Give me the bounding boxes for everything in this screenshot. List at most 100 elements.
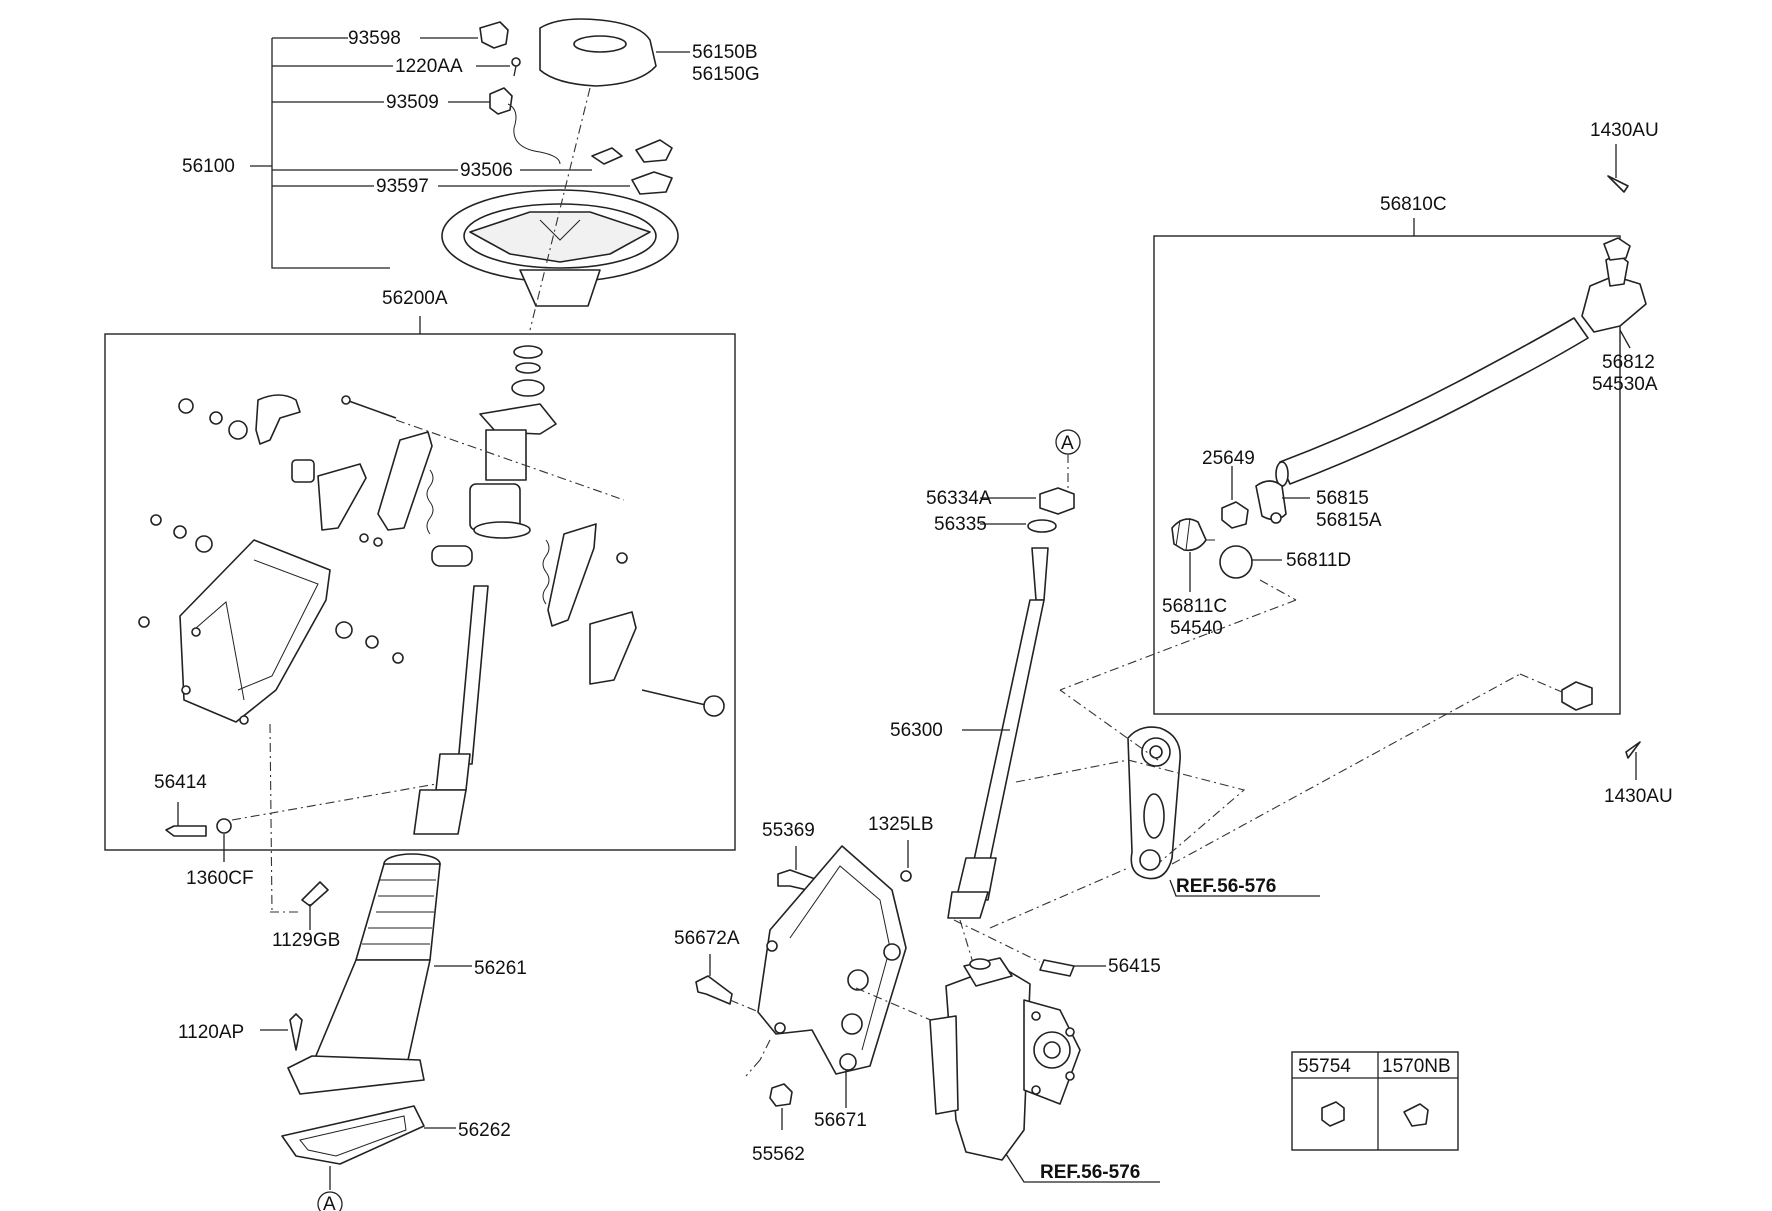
label-56815A: 56815A: [1316, 510, 1382, 531]
part-93506-b: [635, 139, 673, 163]
label-56811D: 56811D: [1286, 550, 1351, 571]
label-56300: 56300: [890, 720, 943, 741]
plate-d: [589, 611, 637, 685]
bracket-curved: [255, 394, 301, 445]
label-56672A: 56672A: [674, 928, 740, 949]
cotter-pin-bottom: [1625, 741, 1641, 759]
label-56262: 56262: [458, 1120, 511, 1141]
label-56671: 56671: [814, 1110, 867, 1131]
label-1220AA: 1220AA: [395, 56, 463, 77]
label-93506: 93506: [460, 160, 513, 181]
lower-left-parts: [165, 783, 472, 1211]
ring-1: [513, 345, 543, 359]
label-56334A: 56334A: [926, 488, 992, 509]
label-56815: 56815: [1316, 488, 1369, 509]
ball-56811C: [1171, 518, 1207, 552]
shaft-top: [1031, 547, 1049, 601]
gear-bracket-56671: [757, 845, 907, 1075]
ref-gear-leader: [1005, 1153, 1160, 1183]
label-55562: 55562: [752, 1144, 805, 1165]
nut-25649: [1221, 501, 1249, 529]
label-1129GB: 1129GB: [272, 930, 340, 951]
legend-col2-label: 1570NB: [1382, 1056, 1451, 1077]
castle-nut: [1603, 237, 1631, 261]
u-joint-upper: [947, 891, 989, 919]
bracket-56100: [271, 38, 390, 269]
column-head: [479, 403, 557, 435]
plate-a: [317, 463, 367, 531]
column-bracket: [179, 539, 331, 723]
bolt-56414: [165, 825, 207, 837]
label-56200A: 56200A: [382, 288, 448, 309]
label-1120AP: 1120AP: [178, 1022, 244, 1043]
bolt-1129GB: [301, 881, 329, 907]
universal-joint-lower: [413, 789, 467, 835]
label-93598: 93598: [348, 28, 401, 49]
pitman-arm-group: [989, 673, 1521, 929]
label-1360CF: 1360CF: [186, 868, 254, 889]
label-56335: 56335: [934, 514, 987, 535]
steering-wheel-group: [250, 18, 690, 331]
label-56261: 56261: [474, 958, 527, 979]
plate-c: [547, 523, 597, 627]
legend-table: [1291, 1051, 1459, 1151]
nut-56334A: [1039, 487, 1075, 515]
legend-part-55754-icon: [1321, 1101, 1345, 1127]
legend-part-1570NB-icon: [1403, 1103, 1429, 1127]
cap-56811D: [1219, 545, 1253, 579]
screw-1220AA: [511, 57, 521, 67]
castle-nut-bottom: [1561, 681, 1593, 711]
nut-1325LB: [900, 870, 912, 882]
washer-1360CF: [216, 818, 232, 834]
reference-circle-a-bottom: [317, 1191, 343, 1211]
drag-link-group: [1059, 144, 1647, 780]
center-parts: [695, 429, 1160, 1183]
label-55369: 55369: [762, 820, 815, 841]
legend-col1-label: 55754: [1298, 1056, 1351, 1077]
label-circle-a-bottom: A: [323, 1194, 336, 1211]
drag-link-rod: [1279, 317, 1589, 485]
switch-93509: [489, 87, 513, 115]
seat-56815: [1255, 480, 1287, 521]
label-56415: 56415: [1108, 956, 1161, 977]
label-25649: 25649: [1202, 448, 1255, 469]
bolt-56415: [1039, 959, 1075, 977]
label-circle-a-top: A: [1061, 433, 1074, 454]
label-56150B: 56150B: [692, 42, 758, 63]
part-93597: [631, 171, 673, 195]
label-ref-arm: REF.56-576: [1176, 876, 1276, 897]
label-56414: 56414: [154, 772, 207, 793]
ref-arm-leader: [1169, 879, 1320, 897]
boot-flange: [287, 1055, 425, 1095]
column-assembly-box: [104, 316, 736, 913]
label-56810C: 56810C: [1380, 194, 1447, 215]
label-1325LB: 1325LB: [868, 814, 934, 835]
nut-55562: [769, 1083, 793, 1107]
long-bolt: [345, 399, 397, 419]
label-54530A: 54530A: [1592, 374, 1658, 395]
label-93509: 93509: [386, 92, 439, 113]
label-ref-gear: REF.56-576: [1040, 1162, 1140, 1183]
label-56100: 56100: [182, 156, 235, 177]
label-1430AU-bottom: 1430AU: [1604, 786, 1673, 807]
label-56811C: 56811C: [1162, 596, 1227, 617]
label-93597: 93597: [376, 176, 429, 197]
cotter-pin-top: [1607, 175, 1629, 193]
label-54540: 54540: [1170, 618, 1223, 639]
steering-gear-box: [929, 957, 1081, 1161]
labels: 93598 1220AA 93509 56100 93506 93597 561…: [154, 28, 1673, 1211]
bolt-56672A: [695, 975, 733, 1005]
column-shaft: [457, 585, 489, 765]
plate-b: [377, 431, 433, 531]
washer-56335: [1027, 519, 1057, 533]
bolt-1120AP: [289, 1013, 303, 1051]
pivot-bolt: [703, 695, 725, 717]
label-56150G: 56150G: [692, 64, 760, 85]
label-56812: 56812: [1602, 352, 1655, 373]
box-56810C: [1153, 235, 1621, 715]
part-93506-a: [591, 147, 623, 165]
clip-93598: [479, 21, 509, 49]
label-1430AU-top: 1430AU: [1590, 120, 1659, 141]
